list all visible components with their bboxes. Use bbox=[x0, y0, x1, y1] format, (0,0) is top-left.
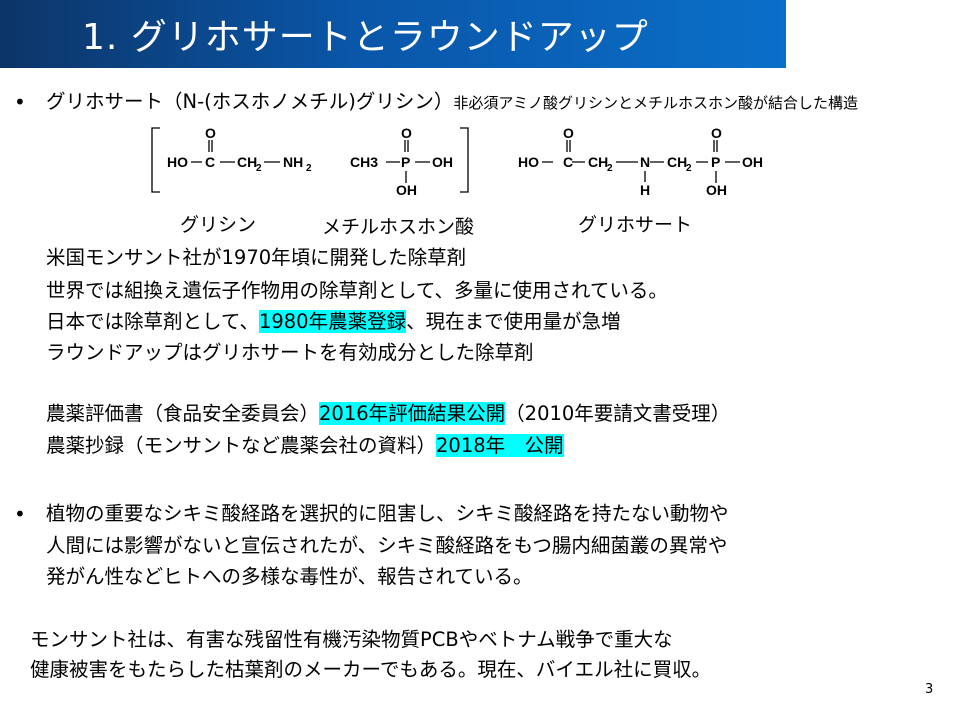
text-line: 発がん性などヒトへの多様な毒性が、報告されている。 bbox=[46, 565, 533, 588]
atom: O bbox=[563, 125, 574, 141]
atom: N bbox=[640, 154, 650, 170]
atom: OH bbox=[706, 182, 727, 198]
text-line: 農薬評価書（食品安全委員会）2016年評価結果公開（2010年要請文書受理） bbox=[46, 400, 730, 428]
text: 日本では除草剤として、 bbox=[46, 310, 259, 333]
atom: O bbox=[401, 125, 412, 141]
text: 農薬抄録（モンサントなど農薬会社の資料） bbox=[46, 434, 437, 457]
atom: H bbox=[640, 182, 650, 198]
atom: O bbox=[711, 125, 722, 141]
footer-line: モンサント社は、有害な残留性有機汚染物質PCBやベトナム戦争で重大な bbox=[30, 628, 673, 651]
atom: CH bbox=[667, 154, 687, 170]
atom: OH bbox=[432, 154, 453, 170]
footer-line: 健康被害をもたらした枯葉剤のメーカーでもある。現在、バイエル社に買収。 bbox=[30, 658, 712, 681]
bullet-icon: • bbox=[14, 502, 26, 526]
text-line: 日本では除草剤として、1980年農薬登録、現在まで使用量が急増 bbox=[46, 308, 621, 336]
atom: HO bbox=[518, 154, 539, 170]
atom: 2 bbox=[686, 163, 692, 174]
highlight: 2018年 公開 bbox=[436, 434, 564, 457]
atom: NH bbox=[283, 154, 303, 170]
atom: HO bbox=[167, 154, 188, 170]
atom: 2 bbox=[306, 163, 312, 174]
atom: O bbox=[205, 125, 216, 141]
methylphosphonic-label: メチルホスホン酸 bbox=[322, 216, 475, 238]
text-line: ラウンドアップはグリホサートを有効成分とした除草剤 bbox=[46, 341, 534, 364]
chemical-structures: HO C O CH 2 NH 2 CH3 P O OH OH HO C O CH… bbox=[140, 120, 780, 238]
atom: 2 bbox=[607, 163, 613, 174]
highlight: 1980年農薬登録 bbox=[258, 310, 407, 333]
text-line: 米国モンサント社が1970年頃に開発した除草剤 bbox=[46, 246, 467, 269]
text-line: 植物の重要なシキミ酸経路を選択的に阻害し、シキミ酸経路を持たない動物や bbox=[46, 502, 729, 525]
text: （2010年要請文書受理） bbox=[505, 402, 731, 425]
bullet1-text: グリホサート（N-(ホスホノメチル)グリシン）非必須アミノ酸グリシンとメチルホス… bbox=[46, 88, 858, 117]
atom: C bbox=[205, 154, 215, 170]
atom: CH3 bbox=[350, 154, 378, 170]
atom: OH bbox=[396, 182, 417, 198]
glyphosate-label: グリホサート bbox=[578, 214, 693, 236]
atom: OH bbox=[742, 154, 763, 170]
bullet1-lead: グリホサート（N-(ホスホノメチル)グリシン） bbox=[46, 90, 454, 113]
atom: CH bbox=[237, 154, 257, 170]
page-number: 3 bbox=[925, 682, 934, 697]
text: 、現在まで使用量が急増 bbox=[406, 310, 621, 333]
atom: P bbox=[401, 154, 410, 170]
glycine-label: グリシン bbox=[180, 214, 257, 236]
atom: 2 bbox=[256, 163, 262, 174]
atom: P bbox=[711, 154, 720, 170]
atom: C bbox=[563, 154, 573, 170]
text: 農薬評価書（食品安全委員会） bbox=[46, 402, 320, 425]
bullet1-note: 非必須アミノ酸グリシンとメチルホスホン酸が結合した構造 bbox=[453, 94, 859, 112]
highlight: 2016年評価結果公開 bbox=[319, 402, 506, 425]
text-line: 農薬抄録（モンサントなど農薬会社の資料）2018年 公開 bbox=[46, 432, 564, 460]
text-line: 世界では組換え遺伝子作物用の除草剤として、多量に使用されている。 bbox=[46, 279, 668, 302]
atom: CH bbox=[588, 154, 608, 170]
text-line: 人間には影響がないと宣伝されたが、シキミ酸経路をもつ腸内細菌叢の異常や bbox=[46, 534, 728, 557]
structure-diagram: HO C O CH 2 NH 2 CH3 P O OH OH HO C O CH… bbox=[151, 125, 763, 198]
title-bar: 1. グリホサートとラウンドアップ bbox=[0, 0, 786, 68]
slide-title: 1. グリホサートとラウンドアップ bbox=[82, 17, 649, 58]
bullet-icon: • bbox=[14, 90, 26, 114]
